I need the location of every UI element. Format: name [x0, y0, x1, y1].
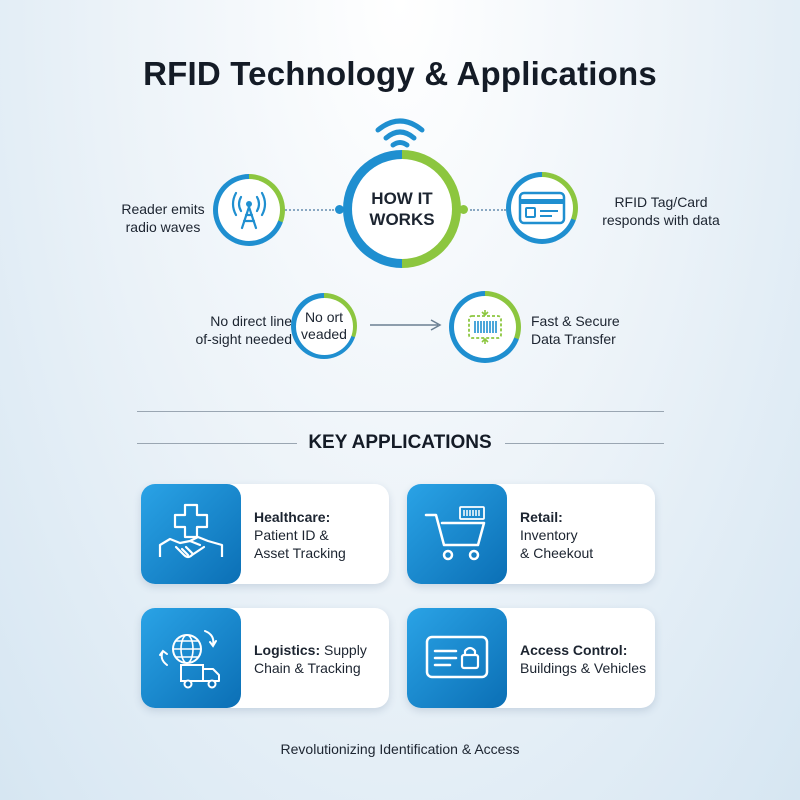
connector-dot-right [459, 205, 468, 214]
connector-right [470, 209, 506, 211]
tag-ring [506, 172, 578, 244]
antenna-tower-icon [231, 191, 267, 230]
reader-ring [213, 174, 285, 246]
tag-text-line1: RFID Tag/Card [614, 194, 708, 210]
how-it-works-label-line1: HOW IT [371, 188, 433, 208]
access-control-tile [407, 608, 507, 708]
data-transfer-ring [449, 291, 521, 363]
medical-handshake-icon [158, 503, 224, 559]
heading-rule-left [137, 443, 297, 444]
line-of-sight-ring: No ort veaded [291, 293, 357, 359]
connector-dot-left [335, 205, 344, 214]
retail-line2: & Cheekout [520, 545, 594, 562]
healthcare-tile [141, 484, 241, 584]
tag-text: RFID Tag/Card responds with data [596, 194, 726, 229]
reader-text: Reader emits radio waves [118, 201, 208, 236]
how-it-works-label-line2: WORKS [369, 210, 435, 229]
id-card-lock-icon [425, 635, 489, 679]
section-divider [137, 411, 664, 412]
healthcare-title: Healthcare: [254, 509, 331, 525]
transfer-text-line1: Fast & Secure [531, 313, 620, 329]
reader-text-line1: Reader emits [121, 201, 205, 217]
tag-text-line2: responds with data [602, 211, 720, 228]
shopping-cart-icon [424, 506, 486, 561]
delivery-truck-icon [159, 630, 220, 689]
line-of-sight-text: No direct line of-sight needed [180, 313, 292, 348]
los-ring-line2: veaded [301, 326, 347, 342]
retail-title: Retail: [520, 509, 563, 525]
arrow-right-icon [370, 319, 442, 331]
page-title: RFID Technology & Applications [143, 55, 657, 92]
wireless-signal-icon [375, 118, 425, 148]
how-it-works-circle: HOW IT WORKS [343, 150, 461, 268]
healthcare-line1: Patient ID & [254, 527, 329, 544]
key-applications-heading: KEY APPLICATIONS [308, 432, 492, 453]
application-card-logistics: Logistics: Supply Chain & Tracking [141, 608, 389, 708]
logistics-tile [141, 608, 241, 708]
application-card-access-control: Access Control: Buildings & Vehicles [407, 608, 655, 708]
los-text-line1: No direct line [210, 313, 292, 329]
heading-rule-right [505, 443, 664, 444]
rfid-card-icon [518, 191, 566, 225]
retail-line1: Inventory [520, 527, 578, 544]
data-transfer-text: Fast & Secure Data Transfer [531, 313, 641, 348]
reader-text-line2: radio waves [125, 218, 201, 235]
connector-left [270, 209, 334, 211]
footer-tagline: Revolutionizing Identification & Access [280, 741, 520, 757]
healthcare-line2: Asset Tracking [254, 545, 346, 562]
retail-tile [407, 484, 507, 584]
barcode-transfer-icon [468, 310, 502, 344]
logistics-title-rest: Supply [320, 642, 367, 658]
access-control-title: Access Control: [520, 642, 628, 658]
access-control-line1: Buildings & Vehicles [520, 660, 647, 677]
los-text-line2: of-sight needed [195, 330, 292, 347]
logistics-title: Logistics: [254, 642, 321, 658]
application-card-retail: Retail: Inventory & Cheekout [407, 484, 655, 584]
los-ring-line1: No ort [304, 309, 344, 326]
application-card-healthcare: Healthcare: Patient ID & Asset Tracking [141, 484, 389, 584]
logistics-line1: Chain & Tracking [254, 660, 361, 677]
transfer-text-line2: Data Transfer [531, 330, 616, 347]
